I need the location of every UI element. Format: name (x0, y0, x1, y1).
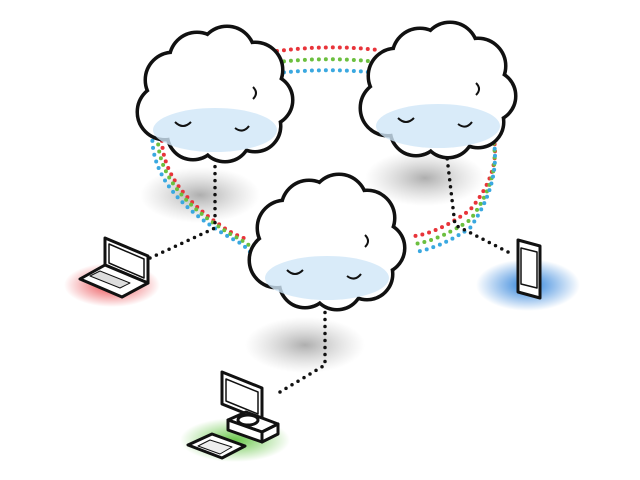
cloud-shadows (140, 150, 485, 373)
link-laptop (148, 148, 217, 260)
cloud-top-right[interactable] (358, 20, 518, 160)
link-tablet (443, 138, 510, 254)
link-desktop (278, 293, 327, 394)
shadow-center (245, 317, 365, 373)
tablet-icon[interactable] (516, 238, 542, 300)
desktop-computer-icon[interactable] (186, 370, 280, 460)
device-links (148, 138, 510, 394)
cloud-center[interactable] (247, 172, 407, 312)
shadow-top-right (365, 150, 485, 206)
red-link-0 (268, 45, 380, 54)
blue-link-0 (268, 68, 380, 76)
green-link-2 (413, 103, 497, 246)
laptop-icon[interactable] (78, 236, 150, 299)
green-link-0 (268, 57, 380, 65)
cloud-top-left[interactable] (135, 24, 295, 164)
green-link-1 (155, 108, 252, 248)
shadow-top-left (140, 167, 260, 223)
